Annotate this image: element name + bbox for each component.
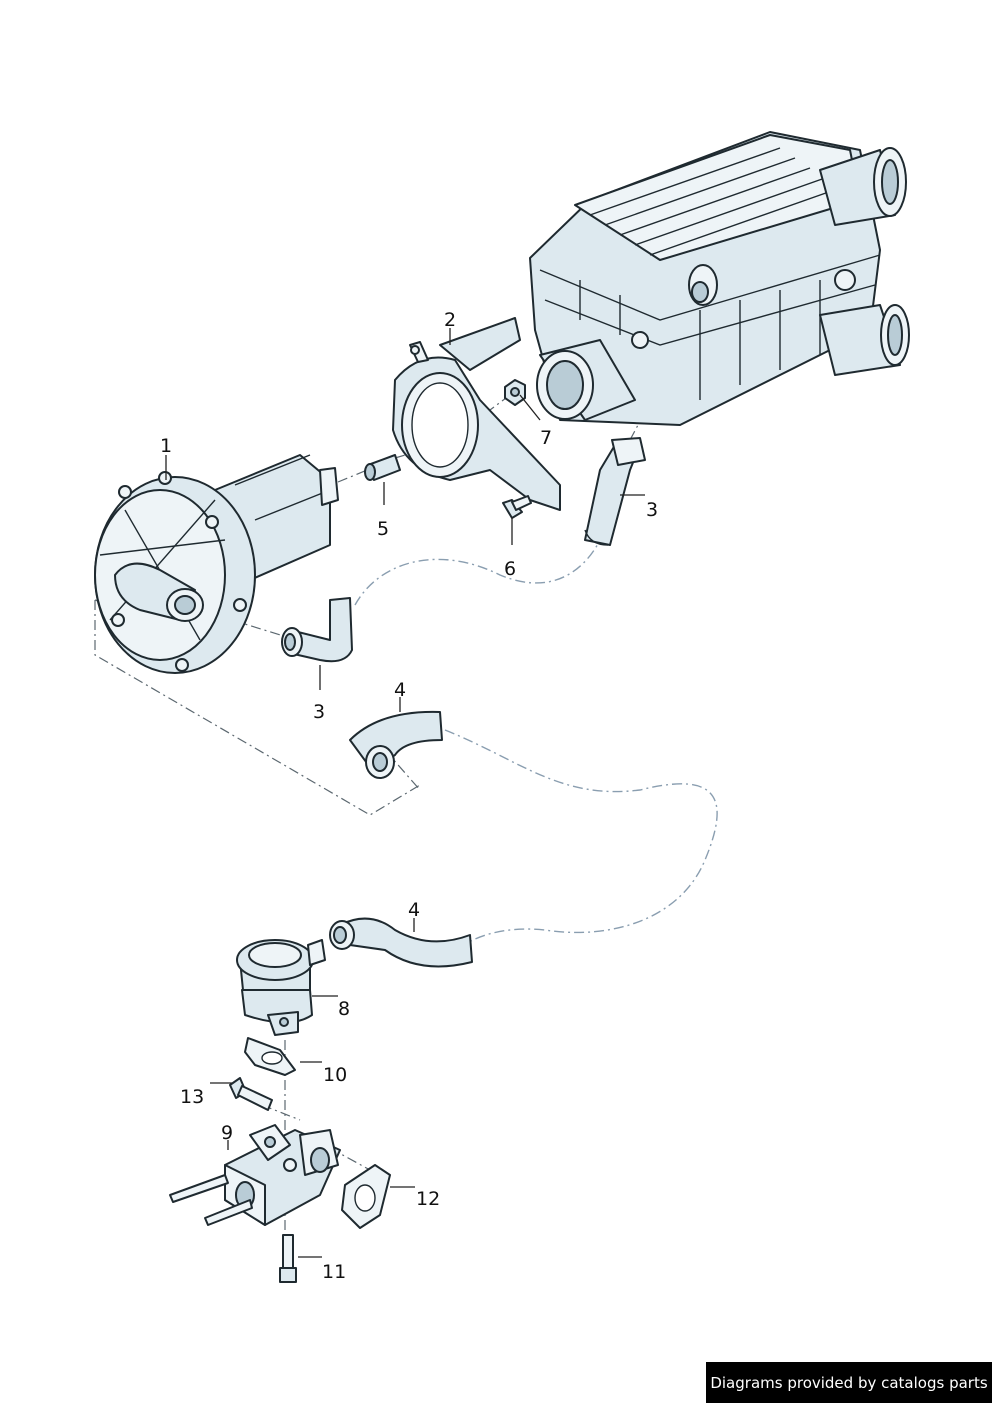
connector-5 <box>364 454 401 481</box>
callout-3-lower: 3 <box>313 701 325 723</box>
watermark-banner: Diagrams provided by catalogs parts <box>706 1362 992 1403</box>
callout-9: 9 <box>221 1122 233 1144</box>
callout-13: 13 <box>180 1086 204 1108</box>
connecting-piece-9 <box>169 1124 341 1226</box>
hose-4-lower <box>329 917 473 968</box>
callouts: 1 2 3 3 4 4 5 6 7 8 9 10 11 12 13 <box>160 309 658 1283</box>
hose-3-upper <box>584 437 646 546</box>
nut-7 <box>504 379 526 406</box>
callout-3-upper: 3 <box>646 499 658 521</box>
bolt-6 <box>502 495 532 519</box>
air-pump-1 <box>94 454 339 674</box>
callout-4-lower: 4 <box>408 899 420 921</box>
callout-5: 5 <box>377 518 389 540</box>
bracket-2 <box>392 317 561 511</box>
callout-6: 6 <box>504 558 516 580</box>
callout-12: 12 <box>416 1188 440 1210</box>
callout-2: 2 <box>444 309 456 331</box>
callout-8: 8 <box>338 998 350 1020</box>
gasket-12 <box>341 1164 391 1229</box>
callout-4-upper: 4 <box>394 679 406 701</box>
air-filter-housing <box>529 131 910 426</box>
callout-1: 1 <box>160 435 172 457</box>
gasket-10 <box>244 1037 296 1076</box>
combi-valve-8 <box>236 939 326 1036</box>
callout-7: 7 <box>540 427 552 449</box>
leader-lines <box>165 328 645 1258</box>
hose-4-upper <box>349 710 443 779</box>
hose-3-lower <box>281 597 353 663</box>
bolt-13 <box>229 1077 273 1111</box>
callout-11: 11 <box>322 1261 346 1283</box>
bolt-11 <box>279 1234 297 1283</box>
callout-10: 10 <box>323 1064 347 1086</box>
